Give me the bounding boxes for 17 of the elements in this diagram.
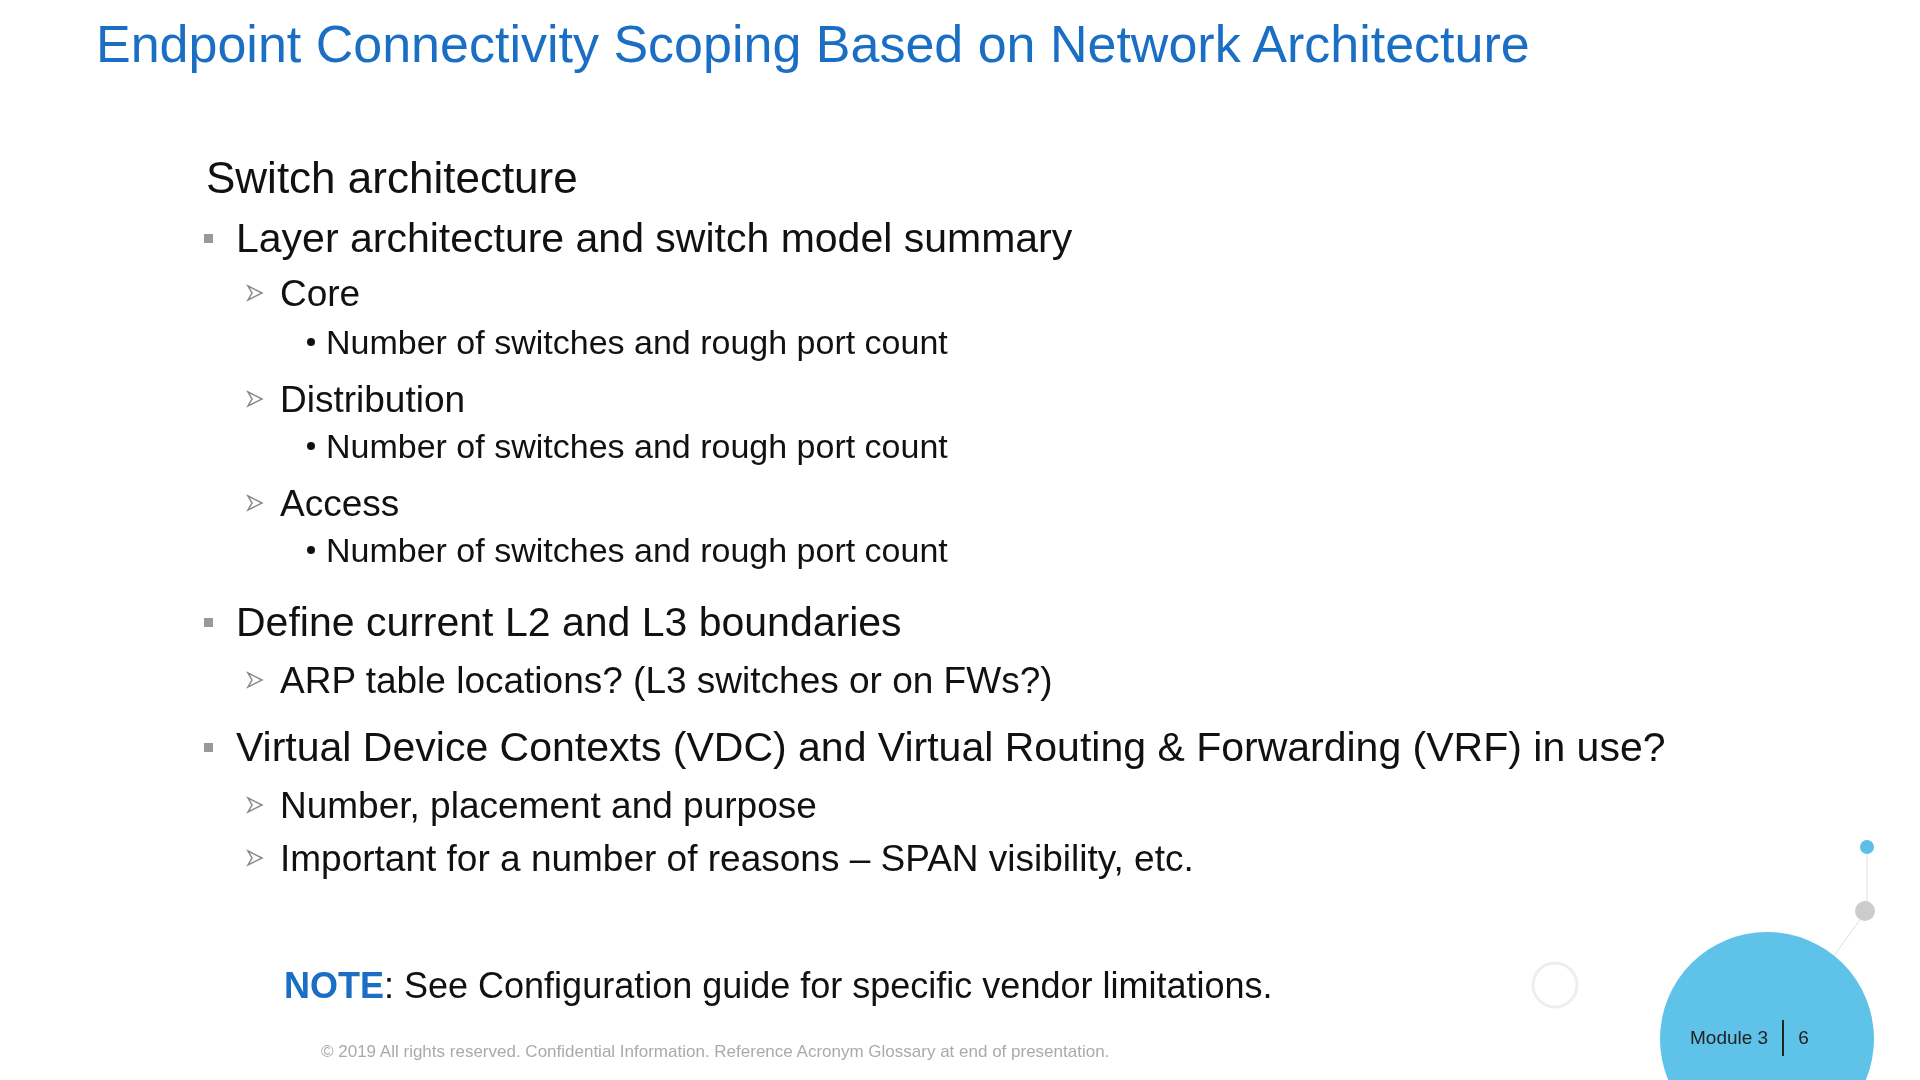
bullet-text: Define current L2 and L3 boundaries: [236, 601, 902, 643]
sub-bullet-text: ARP table locations? (L3 switches or on FWs?): [280, 661, 1053, 699]
sub-bullet-text: Core: [280, 274, 361, 312]
detail-text: Number of switches and rough port count: [326, 533, 948, 567]
detail-text: Number of switches and rough port count: [326, 325, 948, 359]
module-label: Module 3: [1690, 1027, 1769, 1049]
detail-text: Number of switches and rough port count: [326, 429, 948, 463]
sub-bullet-text: Number, placement and purpose: [280, 786, 817, 824]
footer-text: © 2019 All rights reserved. Confidential Information. Reference Acronym Glossary at end of presentation.: [321, 1042, 1110, 1060]
note-text: NOTE: See Configuration guide for specific vendor limitations.: [284, 968, 1273, 1004]
sub-bullet-text: Access: [280, 484, 400, 522]
heading-text: Switch architecture: [206, 156, 578, 200]
bullet-text: Layer architecture and switch model summary: [236, 217, 1073, 259]
module-label: 6: [1798, 1027, 1809, 1049]
sub-bullet-text: Important for a number of reasons – SPAN visibility, etc.: [280, 839, 1194, 877]
bullet-text: Virtual Device Contexts (VDC) and Virtual Routing & Forwarding (VRF) in use?: [236, 726, 1666, 768]
sub-bullet-text: Distribution: [280, 380, 466, 418]
